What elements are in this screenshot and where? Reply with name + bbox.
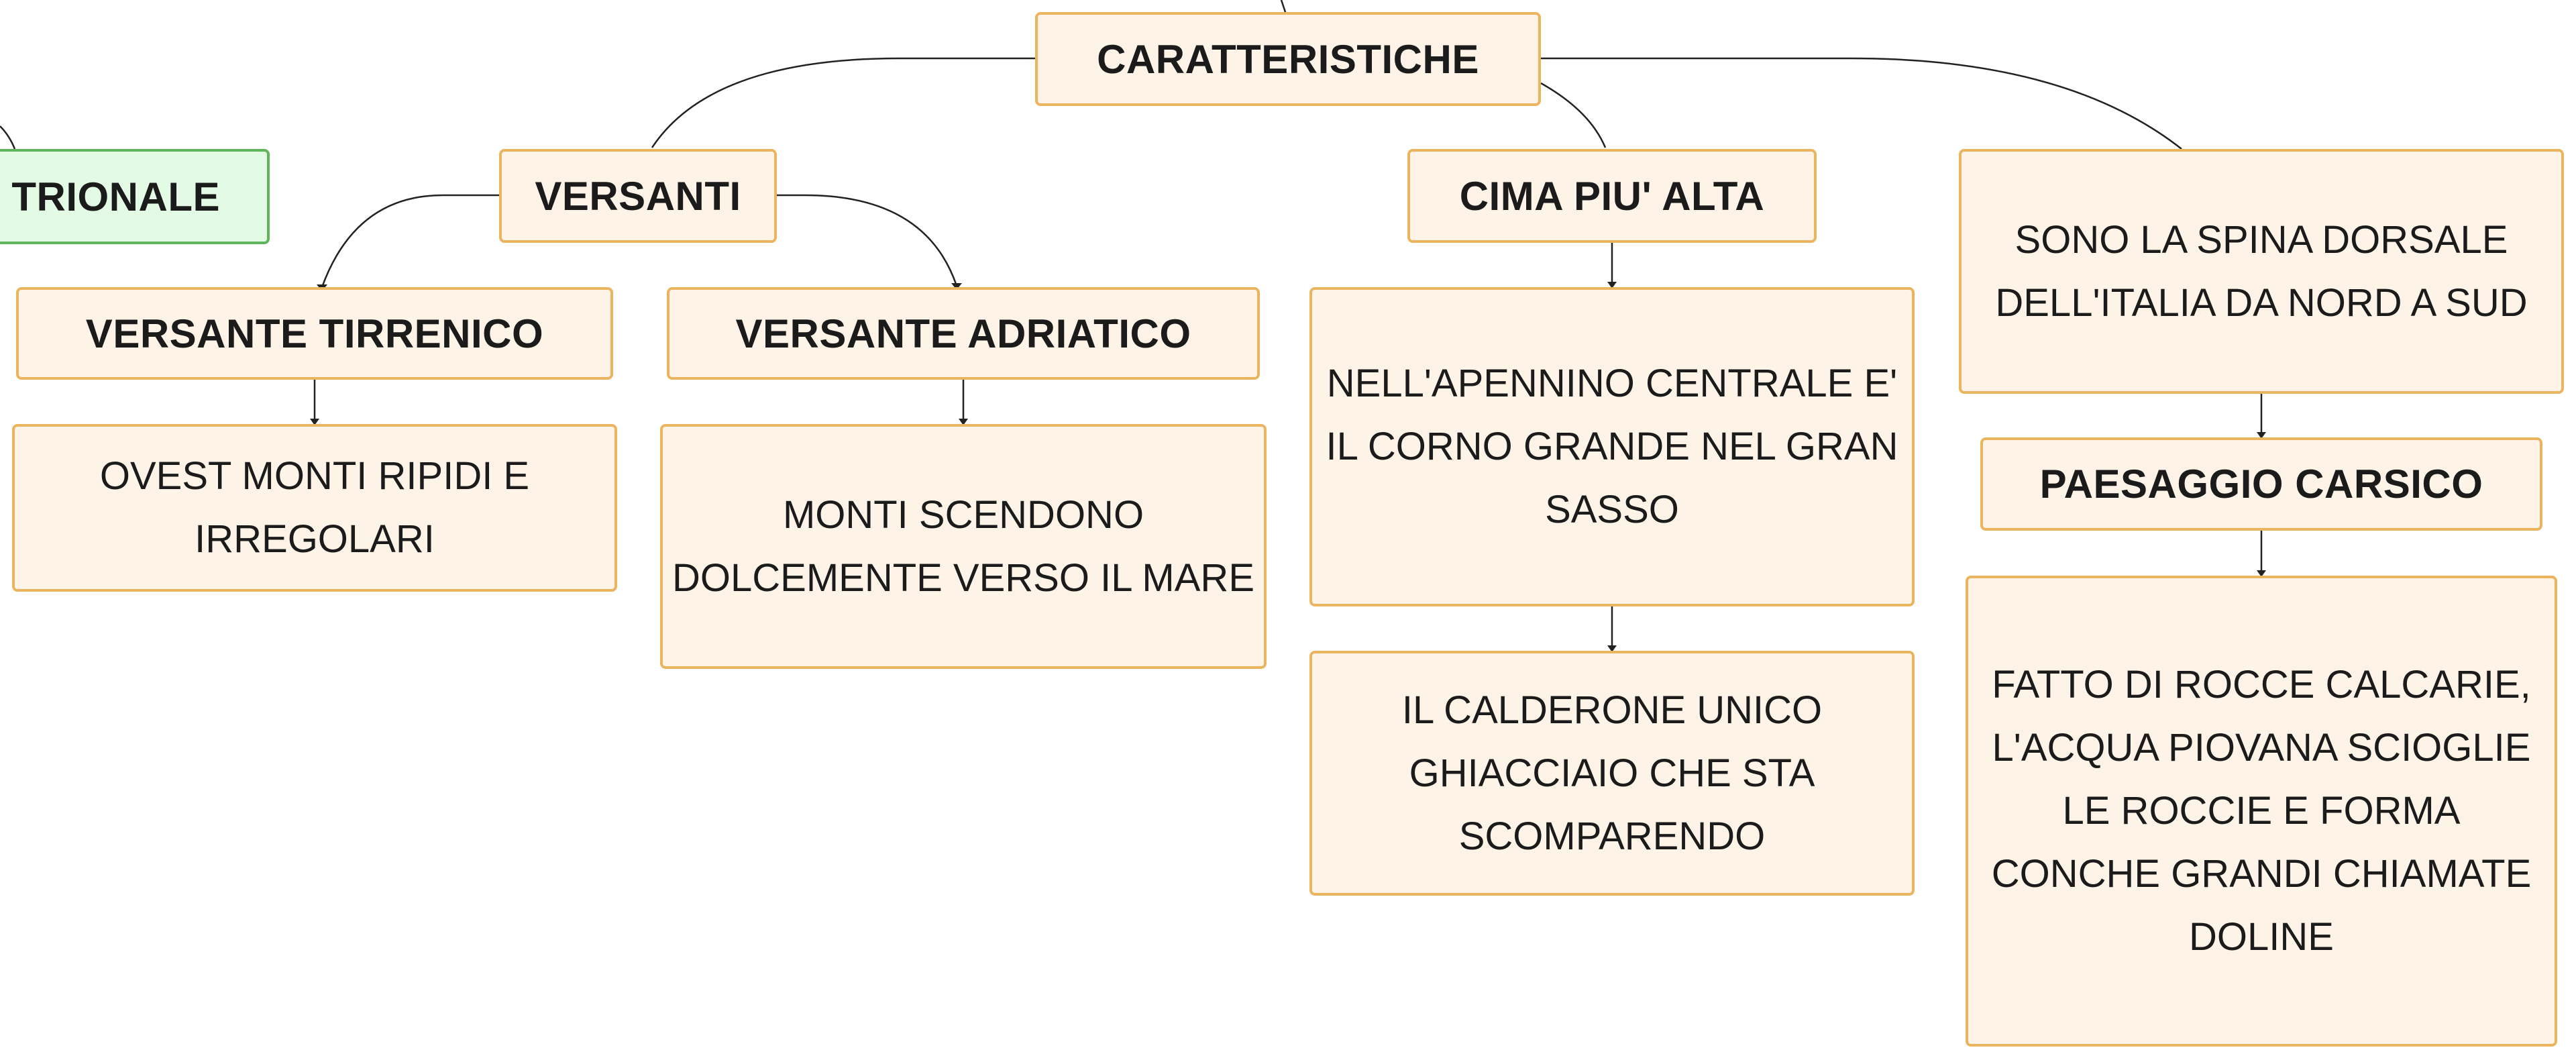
paesaggio-carsico-label: PAESAGGIO CARSICO [2039,462,2483,507]
calderone-text: IL CALDERONE UNICO GHIACCIAIO CHE STA SC… [1401,688,1823,858]
versante-adriatico-node[interactable]: VERSANTE ADRIATICO [667,287,1260,380]
monti-scendono-text: MONTI SCENDONO DOLCEMENTE VERSO IL MARE [672,492,1255,600]
rocce-calcarie-text: FATTO DI ROCCE CALCARIE, L'ACQUA PIOVANA… [1991,663,2532,959]
cima-label: CIMA PIU' ALTA [1459,173,1765,219]
versante-tirrenico-label: VERSANTE TIRRENICO [85,311,544,356]
side-topic-label: TRIONALE [11,174,220,219]
calderone-node[interactable]: IL CALDERONE UNICO GHIACCIAIO CHE STA SC… [1309,651,1915,896]
corno-grande-text: NELL'APENNINO CENTRALE E' IL CORNO GRAND… [1326,362,1898,531]
connector-caratteristiche-versanti [651,57,1035,148]
ovest-node[interactable]: OVEST MONTI RIPIDI E IRREGOLARI [12,424,617,592]
corno-grande-node[interactable]: NELL'APENNINO CENTRALE E' IL CORNO GRAND… [1309,287,1915,606]
spina-dorsale-text: SONO LA SPINA DORSALE DELL'ITALIA DA NOR… [1995,217,2528,325]
caratteristiche-node[interactable]: CARATTERISTICHE [1035,12,1541,106]
ovest-text: OVEST MONTI RIPIDI E IRREGOLARI [99,454,530,561]
versante-adriatico-label: VERSANTE ADRIATICO [735,311,1191,356]
connector-caratteristiche-spina [1541,57,2182,150]
versante-tirrenico-node[interactable]: VERSANTE TIRRENICO [16,287,613,380]
connector-versanti-adriatico [777,194,958,286]
cima-node[interactable]: CIMA PIU' ALTA [1407,149,1817,243]
connector-caratteristiche-cima [1540,82,1607,148]
paesaggio-carsico-node[interactable]: PAESAGGIO CARSICO [1980,437,2542,531]
rocce-calcarie-node[interactable]: FATTO DI ROCCE CALCARIE, L'ACQUA PIOVANA… [1966,576,2557,1047]
connector-to-side-topic [0,125,16,150]
connector-parent-to-caratteristiche [1280,0,1287,13]
versanti-node[interactable]: VERSANTI [499,149,777,243]
monti-scendono-node[interactable]: MONTI SCENDONO DOLCEMENTE VERSO IL MARE [660,424,1267,669]
connector-versanti-tirrenico [321,194,499,288]
versanti-label: VERSANTI [535,173,741,219]
side-topic-node[interactable]: TRIONALE [0,149,270,244]
caratteristiche-label: CARATTERISTICHE [1097,36,1479,82]
spina-dorsale-node[interactable]: SONO LA SPINA DORSALE DELL'ITALIA DA NOR… [1959,149,2564,394]
